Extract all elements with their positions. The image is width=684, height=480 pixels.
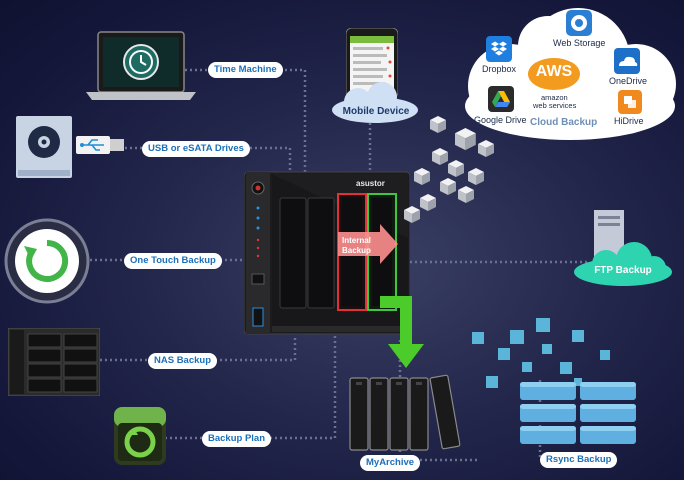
onedrive-icon <box>614 48 640 74</box>
rsync-servers-icon <box>518 378 638 448</box>
transfer-square <box>498 348 510 360</box>
label-one-touch: One Touch Backup <box>124 253 222 269</box>
label-myarchive: MyArchive <box>360 455 421 471</box>
myarchive-arrow <box>380 296 430 370</box>
one-touch-backup-icon <box>4 218 90 304</box>
mobile-phone-icon <box>345 27 399 99</box>
web-storage-icon <box>566 10 592 36</box>
backup-plan-icon <box>112 405 168 467</box>
transfer-square <box>560 362 572 374</box>
label-cloud-backup: Cloud Backup <box>530 117 598 128</box>
label-usb-esata: USB or eSATA Drives <box>142 141 250 157</box>
ftp-backup-cloud <box>572 240 674 286</box>
transfer-square <box>472 332 484 344</box>
nas-8bay-icon <box>7 327 101 397</box>
google-drive-icon <box>488 86 514 112</box>
label-hidrive: HiDrive <box>614 116 644 126</box>
label-web-storage: Web Storage <box>553 38 606 48</box>
label-rsync-backup: Rsync Backup <box>540 452 618 468</box>
label-mobile-device: Mobile Device <box>342 106 410 117</box>
transfer-square <box>574 378 582 386</box>
label-onedrive: OneDrive <box>609 76 648 86</box>
transfer-square <box>522 362 532 372</box>
transfer-square <box>572 330 584 342</box>
transfer-square <box>600 350 610 360</box>
transfer-square <box>510 330 524 344</box>
transfer-square <box>542 344 552 354</box>
internal-backup-arrow <box>338 224 398 264</box>
label-google-drive: Google Drive <box>474 115 527 125</box>
brand-logo: asustor <box>356 179 385 188</box>
label-ftp-backup: FTP Backup <box>594 265 652 276</box>
label-internal-backup: Internal Backup <box>342 236 371 255</box>
label-backup-plan: Backup Plan <box>202 431 272 447</box>
aws-badge <box>528 58 580 90</box>
label-web-services: web services <box>533 101 577 110</box>
label-nas-backup: NAS Backup <box>148 353 218 369</box>
transfer-square <box>536 318 550 332</box>
usb-drive-icon <box>14 114 129 182</box>
hidrive-icon <box>618 90 642 114</box>
label-aws: AWS <box>535 63 573 80</box>
label-dropbox: Dropbox <box>482 64 517 74</box>
mobile-device-cloud <box>330 82 420 124</box>
dropbox-icon <box>486 36 512 62</box>
label-amazon: amazon <box>541 93 568 102</box>
transfer-square <box>486 376 498 388</box>
label-time-machine: Time Machine <box>208 62 283 78</box>
myarchive-drives-icon <box>348 374 470 454</box>
laptop-icon <box>86 30 196 102</box>
